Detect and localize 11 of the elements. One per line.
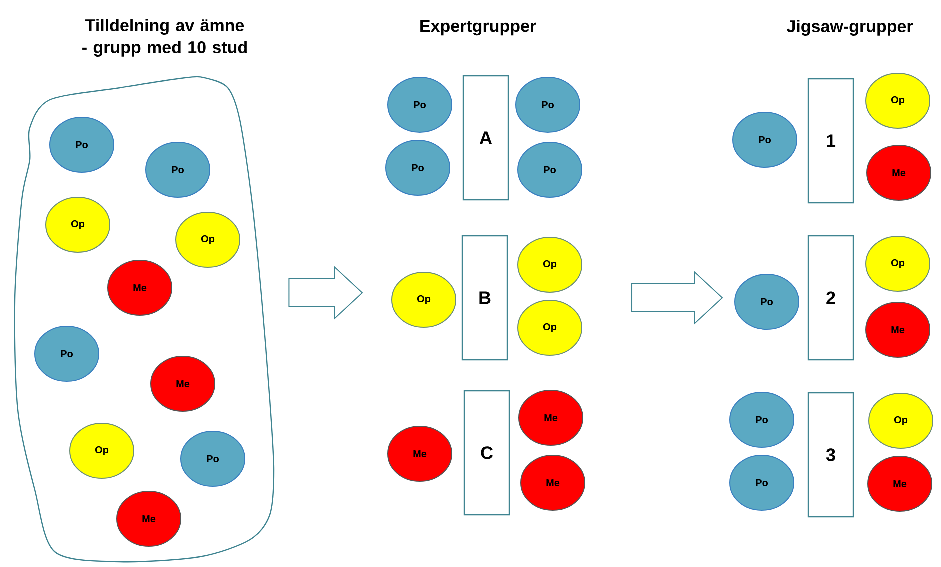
- group-box: A: [462, 75, 510, 201]
- column-heading: Jigsaw-grupper: [786, 20, 914, 36]
- group-box: B: [462, 235, 508, 361]
- group-box: 3: [808, 392, 854, 518]
- column-heading: Expertgrupper: [420, 20, 536, 36]
- block-arrow: [632, 270, 724, 326]
- group-box: C: [464, 390, 510, 516]
- block-arrow: [288, 266, 364, 320]
- group-box: 1: [808, 78, 854, 204]
- group-box: 2: [808, 235, 854, 361]
- node-label: Tilldelning av ämne - grupp med 10 stud: [82, 19, 247, 57]
